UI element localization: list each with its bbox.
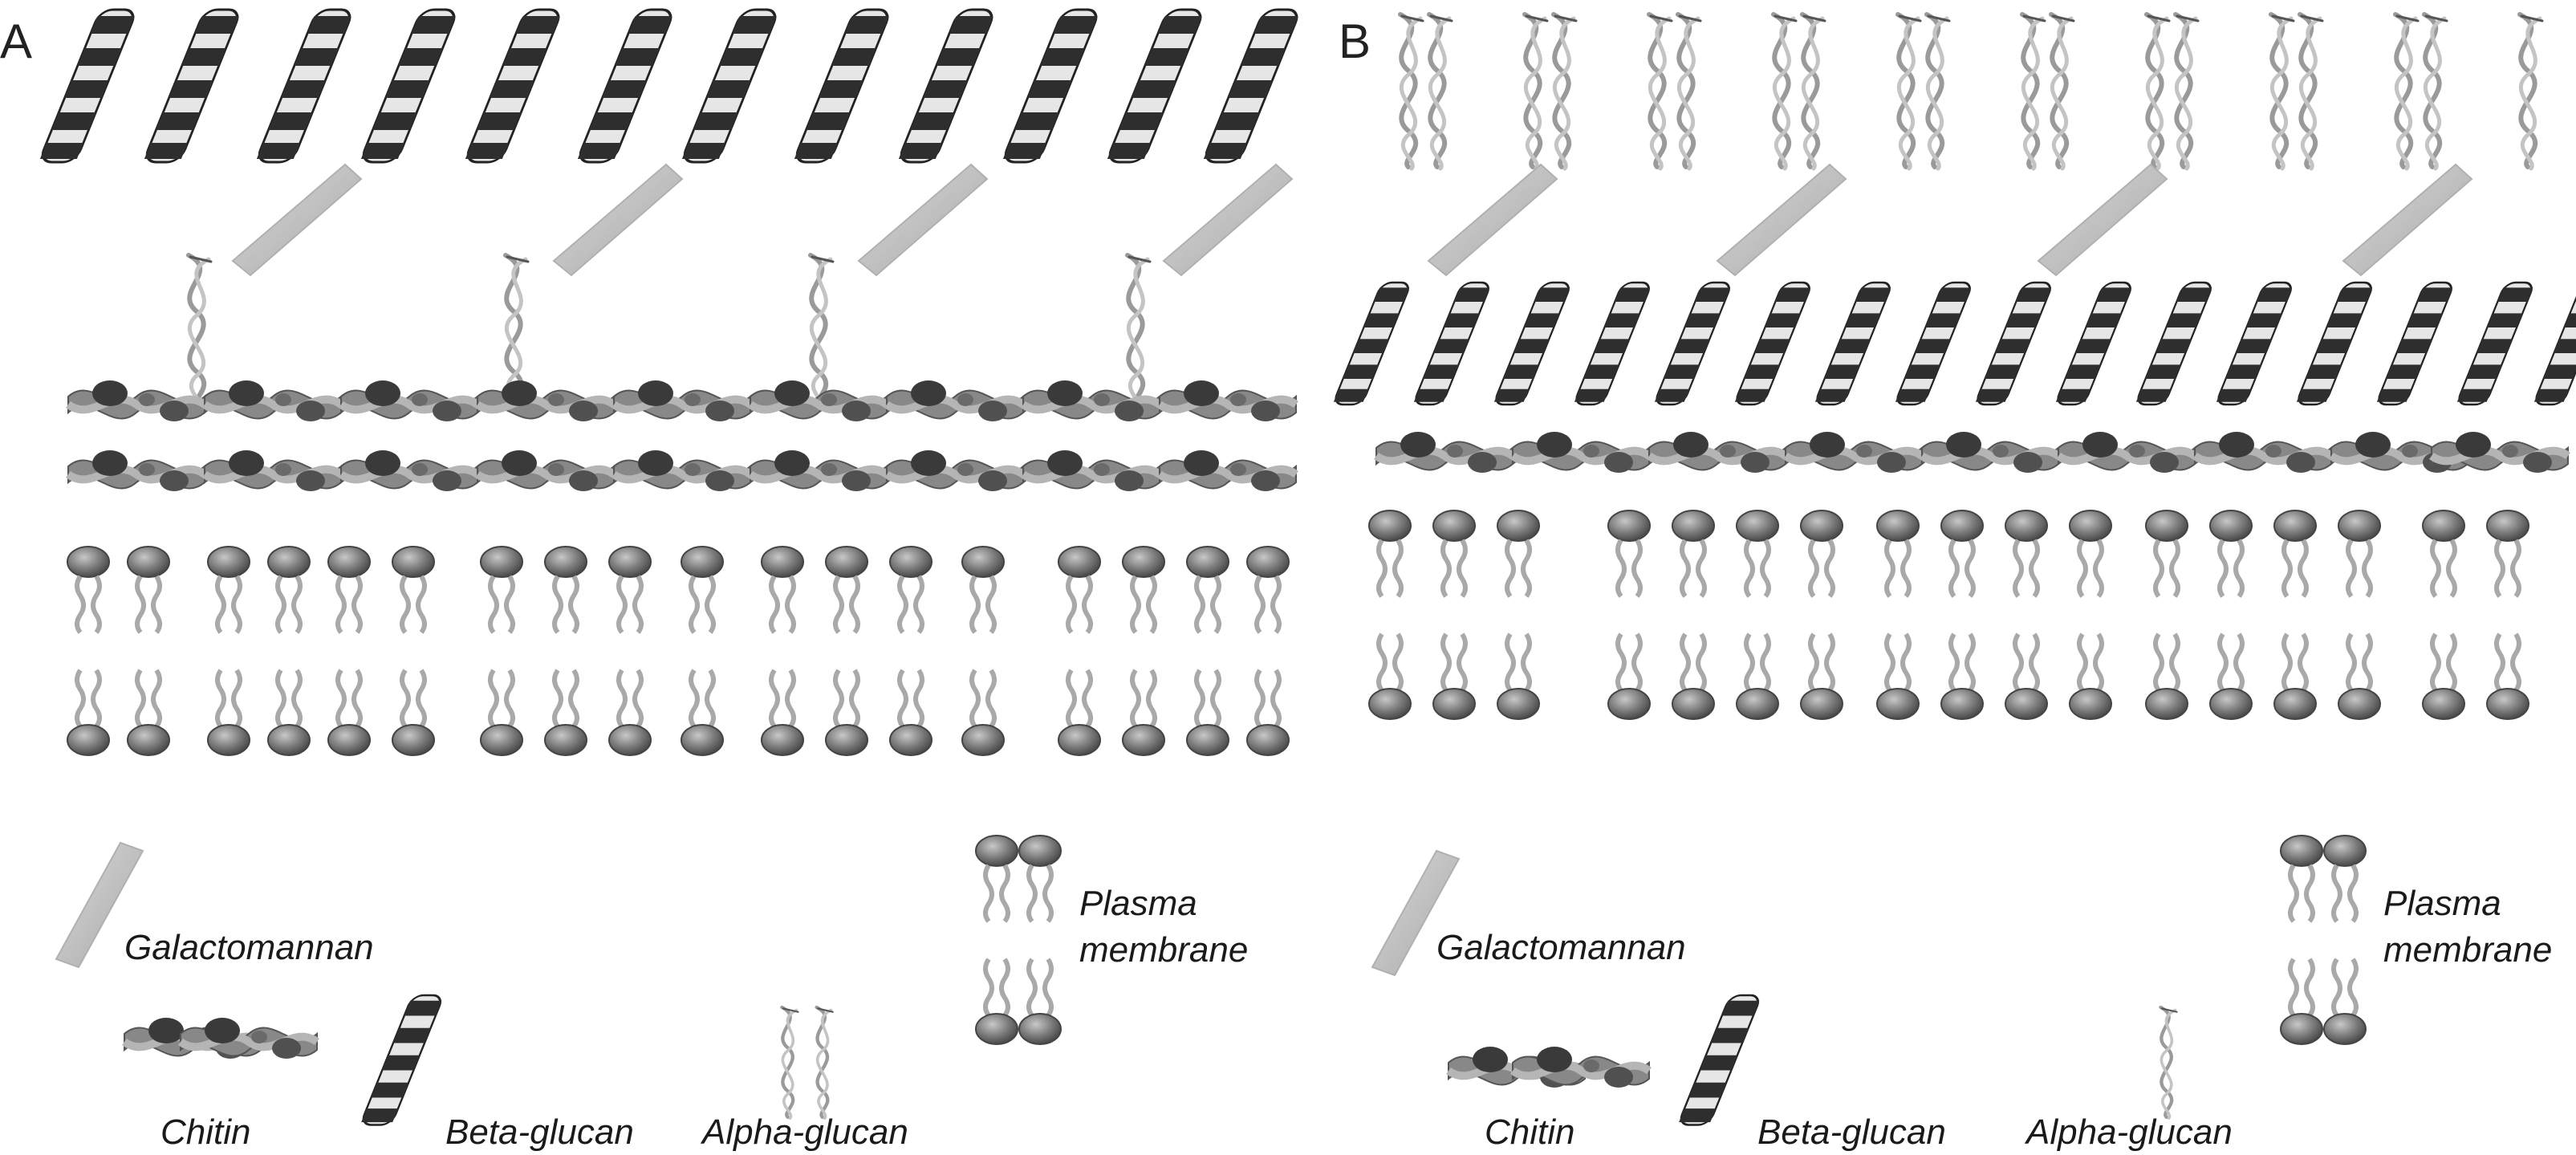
chitin-legend-icon xyxy=(1448,1047,1649,1088)
galactomannan-legend-icon xyxy=(55,841,144,969)
beta-glucan-label: Beta-glucan xyxy=(445,1112,634,1152)
panel-b-legend: Galactomannan Plasma membrane Chitin Bet… xyxy=(1371,836,2552,1152)
chitin-label: Chitin xyxy=(160,1112,251,1152)
plasma-membrane-label-line1: Plasma xyxy=(1079,884,1197,923)
beta-glucan-label: Beta-glucan xyxy=(1757,1112,1946,1152)
panel-b-galactomannan-layer xyxy=(1428,164,2472,276)
alpha-glucan-legend-icon xyxy=(782,1007,832,1118)
plasma-membrane-label-line2: membrane xyxy=(2383,930,2552,970)
panel-a-legend: Galactomannan Plasma membrane Chitin Bet… xyxy=(55,836,1248,1152)
panel-a-chitin-layer xyxy=(68,380,1296,491)
chitin-label: Chitin xyxy=(1485,1112,1575,1152)
panel-b: B xyxy=(1331,14,2576,1152)
galactomannan-label: Galactomannan xyxy=(1436,928,1686,967)
panel-b-plasma-membrane-layer xyxy=(1369,510,2529,719)
panel-b-letter: B xyxy=(1339,14,1371,68)
plasma-membrane-label-line1: Plasma xyxy=(2383,884,2501,923)
galactomannan-label: Galactomannan xyxy=(124,928,374,967)
panel-a-plasma-membrane-layer xyxy=(67,547,1289,755)
galactomannan-legend-icon xyxy=(1371,849,1461,977)
plasma-membrane-legend-icon xyxy=(976,836,1061,1044)
alpha-glucan-label: Alpha-glucan xyxy=(2024,1112,2233,1152)
panel-a: A xyxy=(0,8,1302,1152)
panel-b-chitin-layer xyxy=(1376,432,2568,473)
plasma-membrane-legend-icon xyxy=(2281,836,2366,1044)
alpha-glucan-legend-icon xyxy=(2160,1007,2176,1118)
beta-glucan-legend-icon xyxy=(359,994,445,1126)
panel-a-letter: A xyxy=(0,14,32,68)
beta-glucan-legend-icon xyxy=(1676,994,1763,1126)
plasma-membrane-label-line2: membrane xyxy=(1079,930,1248,970)
panel-a-beta-glucan-layer xyxy=(37,8,1302,164)
panel-b-beta-glucan-layer xyxy=(1331,281,2576,406)
alpha-glucan-label: Alpha-glucan xyxy=(700,1112,908,1152)
chitin-legend-icon xyxy=(124,1018,317,1059)
panel-b-alpha-glucan-layer xyxy=(1400,14,2542,169)
